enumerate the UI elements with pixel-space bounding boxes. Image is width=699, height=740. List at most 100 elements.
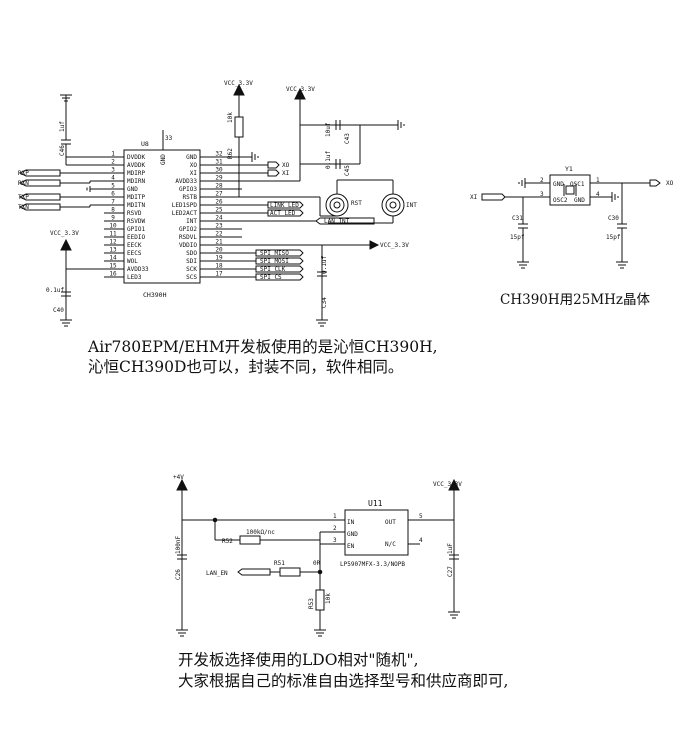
net-spi-cs: SPI_CS	[260, 274, 282, 281]
pin33-num: 33	[165, 135, 173, 142]
ch390h-pin-num: 20	[215, 247, 223, 254]
ch390h-pin-num: 3	[111, 167, 115, 174]
y1-ref: Y1	[565, 165, 573, 173]
r53-value: 10k	[325, 593, 332, 604]
vcc-label-right: VCC_3.3V	[286, 86, 315, 93]
y1-gnd-a: GND	[553, 181, 564, 188]
ch390h-chip-body	[123, 149, 201, 284]
net-txp: TXP	[18, 194, 29, 201]
net-act-led: ACT_LED	[270, 210, 296, 217]
ch390h-pin-num: 19	[215, 255, 223, 262]
vcc-arrow-left	[60, 238, 72, 251]
y1-pin1: 1	[596, 177, 600, 184]
c46-ref: C46	[59, 145, 66, 156]
r62-ref: R62	[227, 148, 234, 159]
crystal-circuit	[481, 174, 661, 269]
ldo-pin1-num: 1	[333, 513, 337, 520]
ch390h-pin-num: 21	[215, 239, 223, 246]
ch390h-name: CH390H	[143, 291, 167, 299]
ch390h-pin-num: 31	[215, 159, 223, 166]
crystal-text: Y1 2 1 3 4 GND OSC1 OSC2 GND XI XO C31 1…	[470, 165, 674, 241]
ch390h-pin-num: 1	[111, 151, 115, 158]
rst-label: RST	[351, 200, 362, 207]
ch390h-pin-name: MDIRN	[127, 178, 145, 185]
c27-ref: C27	[447, 566, 454, 577]
c27-value: 1uF	[447, 543, 454, 554]
ch390h-pin-name: AVDDK	[127, 162, 145, 169]
ch390h-pin-num: 26	[215, 199, 223, 206]
net-txn: TXN	[18, 204, 29, 211]
ldo-pin4-num: 4	[419, 537, 423, 544]
vin-label: +4V	[173, 474, 184, 481]
y1-pin3: 3	[540, 191, 544, 198]
vcc-arrow-vddio	[369, 240, 380, 250]
ch390h-pin-num: 4	[111, 175, 115, 182]
ch390h-pin-name: RSTB	[183, 194, 198, 201]
ch390h-pin-name: GPIO2	[179, 226, 197, 233]
ch390h-pin-num: 24	[215, 215, 223, 222]
ldo-pin-in: IN	[347, 519, 355, 526]
ch390h-pin-name: XO	[190, 162, 198, 169]
c40-value: 0.1uf	[46, 287, 64, 294]
vout-arrow	[448, 478, 460, 491]
ch390h-pin-name: EEDIO	[127, 234, 145, 241]
r53-ref: R53	[308, 598, 315, 609]
ldo-part: LP5907MFX-3.3/NOPB	[340, 561, 405, 568]
spi-wires	[242, 249, 304, 281]
ldo-circuit	[176, 490, 460, 637]
vcc-label-left: VCC_3.3V	[50, 230, 79, 237]
u8-ref: U8	[141, 140, 149, 148]
net-spi-mosi: SPI_MOSI	[260, 258, 289, 265]
ch390h-pin-name: LED2ACT	[172, 210, 198, 217]
c40-ref: C40	[53, 307, 64, 314]
vout-label: VCC_3.3V	[433, 481, 462, 488]
ch390h-pin-name: EECK	[127, 242, 142, 249]
crystal-caption: CH390H用25MHz晶体	[500, 292, 651, 308]
ldo-pin-gnd: GND	[347, 531, 358, 538]
ch390h-pin-num: 29	[215, 175, 223, 182]
caption-bottom-line1: 开发板选择使用的LDO相对"随机",	[178, 651, 419, 669]
ch390h-pin-name: VDDIO	[179, 242, 197, 249]
ch390h-pin-num: 2	[111, 159, 115, 166]
c43-value: 10uf	[325, 122, 332, 137]
c45-value: 0.1uf	[325, 151, 332, 169]
ch390h-pin-name: MDITN	[127, 202, 145, 209]
c43-ref: C43	[344, 133, 351, 144]
ch390h-pin-name: GPIO1	[127, 226, 145, 233]
vcc-arrow-right	[294, 87, 306, 100]
ch390h-pin-name: LED3	[127, 274, 142, 281]
ch390h-pin-num: 25	[215, 207, 223, 214]
vin-arrow	[176, 478, 188, 491]
y1-gnd-b: GND	[574, 197, 585, 204]
r62-value: 10k	[227, 112, 234, 123]
int-label: INT	[406, 202, 417, 209]
ch390h-pin-num: 32	[215, 151, 223, 158]
r52-ref: R52	[222, 538, 233, 545]
component-labels: R62 10k 1uf C46 10uf C43 0.1uf C45 0.1uf…	[46, 112, 351, 314]
ch390h-pin-name: LED1SPD	[172, 202, 198, 209]
y1-osc2: OSC2	[553, 197, 568, 204]
ch390h-pin-num: 5	[111, 183, 115, 190]
ldo-pin2-num: 2	[333, 525, 337, 532]
vcc-left-c40	[60, 250, 104, 327]
ch390h-pin-num: 15	[109, 263, 117, 270]
c46-value: 1uf	[59, 121, 66, 132]
r51-ref: R51	[274, 560, 285, 567]
ch390h-pin-name: GND	[127, 186, 138, 193]
ch390h-pin-num: 6	[111, 191, 115, 198]
net-spi-clk: SPI_CLK	[260, 266, 286, 273]
ch390h-pin-num: 23	[215, 223, 223, 230]
ldo-pin-out: OUT	[385, 519, 396, 526]
c26-value: 100nF	[175, 536, 182, 554]
net-vcc-vddio: VCC_3.3V	[380, 242, 409, 249]
c34-value: 0.1uf	[321, 256, 328, 274]
caption-top-line1: Air780EPM/EHM开发板使用的是沁恒CH390H,	[88, 338, 438, 356]
ch390h-pin-name: DVDDK	[127, 154, 145, 161]
y1-osc1: OSC1	[570, 181, 585, 188]
ch390h-pin-name: RSVD	[127, 210, 142, 217]
vcc-label-r62: VCC_3.3V	[224, 80, 253, 87]
caption-bottom-line2: 大家根据自己的标准自由选择型号和供应商即可,	[178, 672, 509, 690]
net-rxp: RXP	[18, 170, 29, 177]
